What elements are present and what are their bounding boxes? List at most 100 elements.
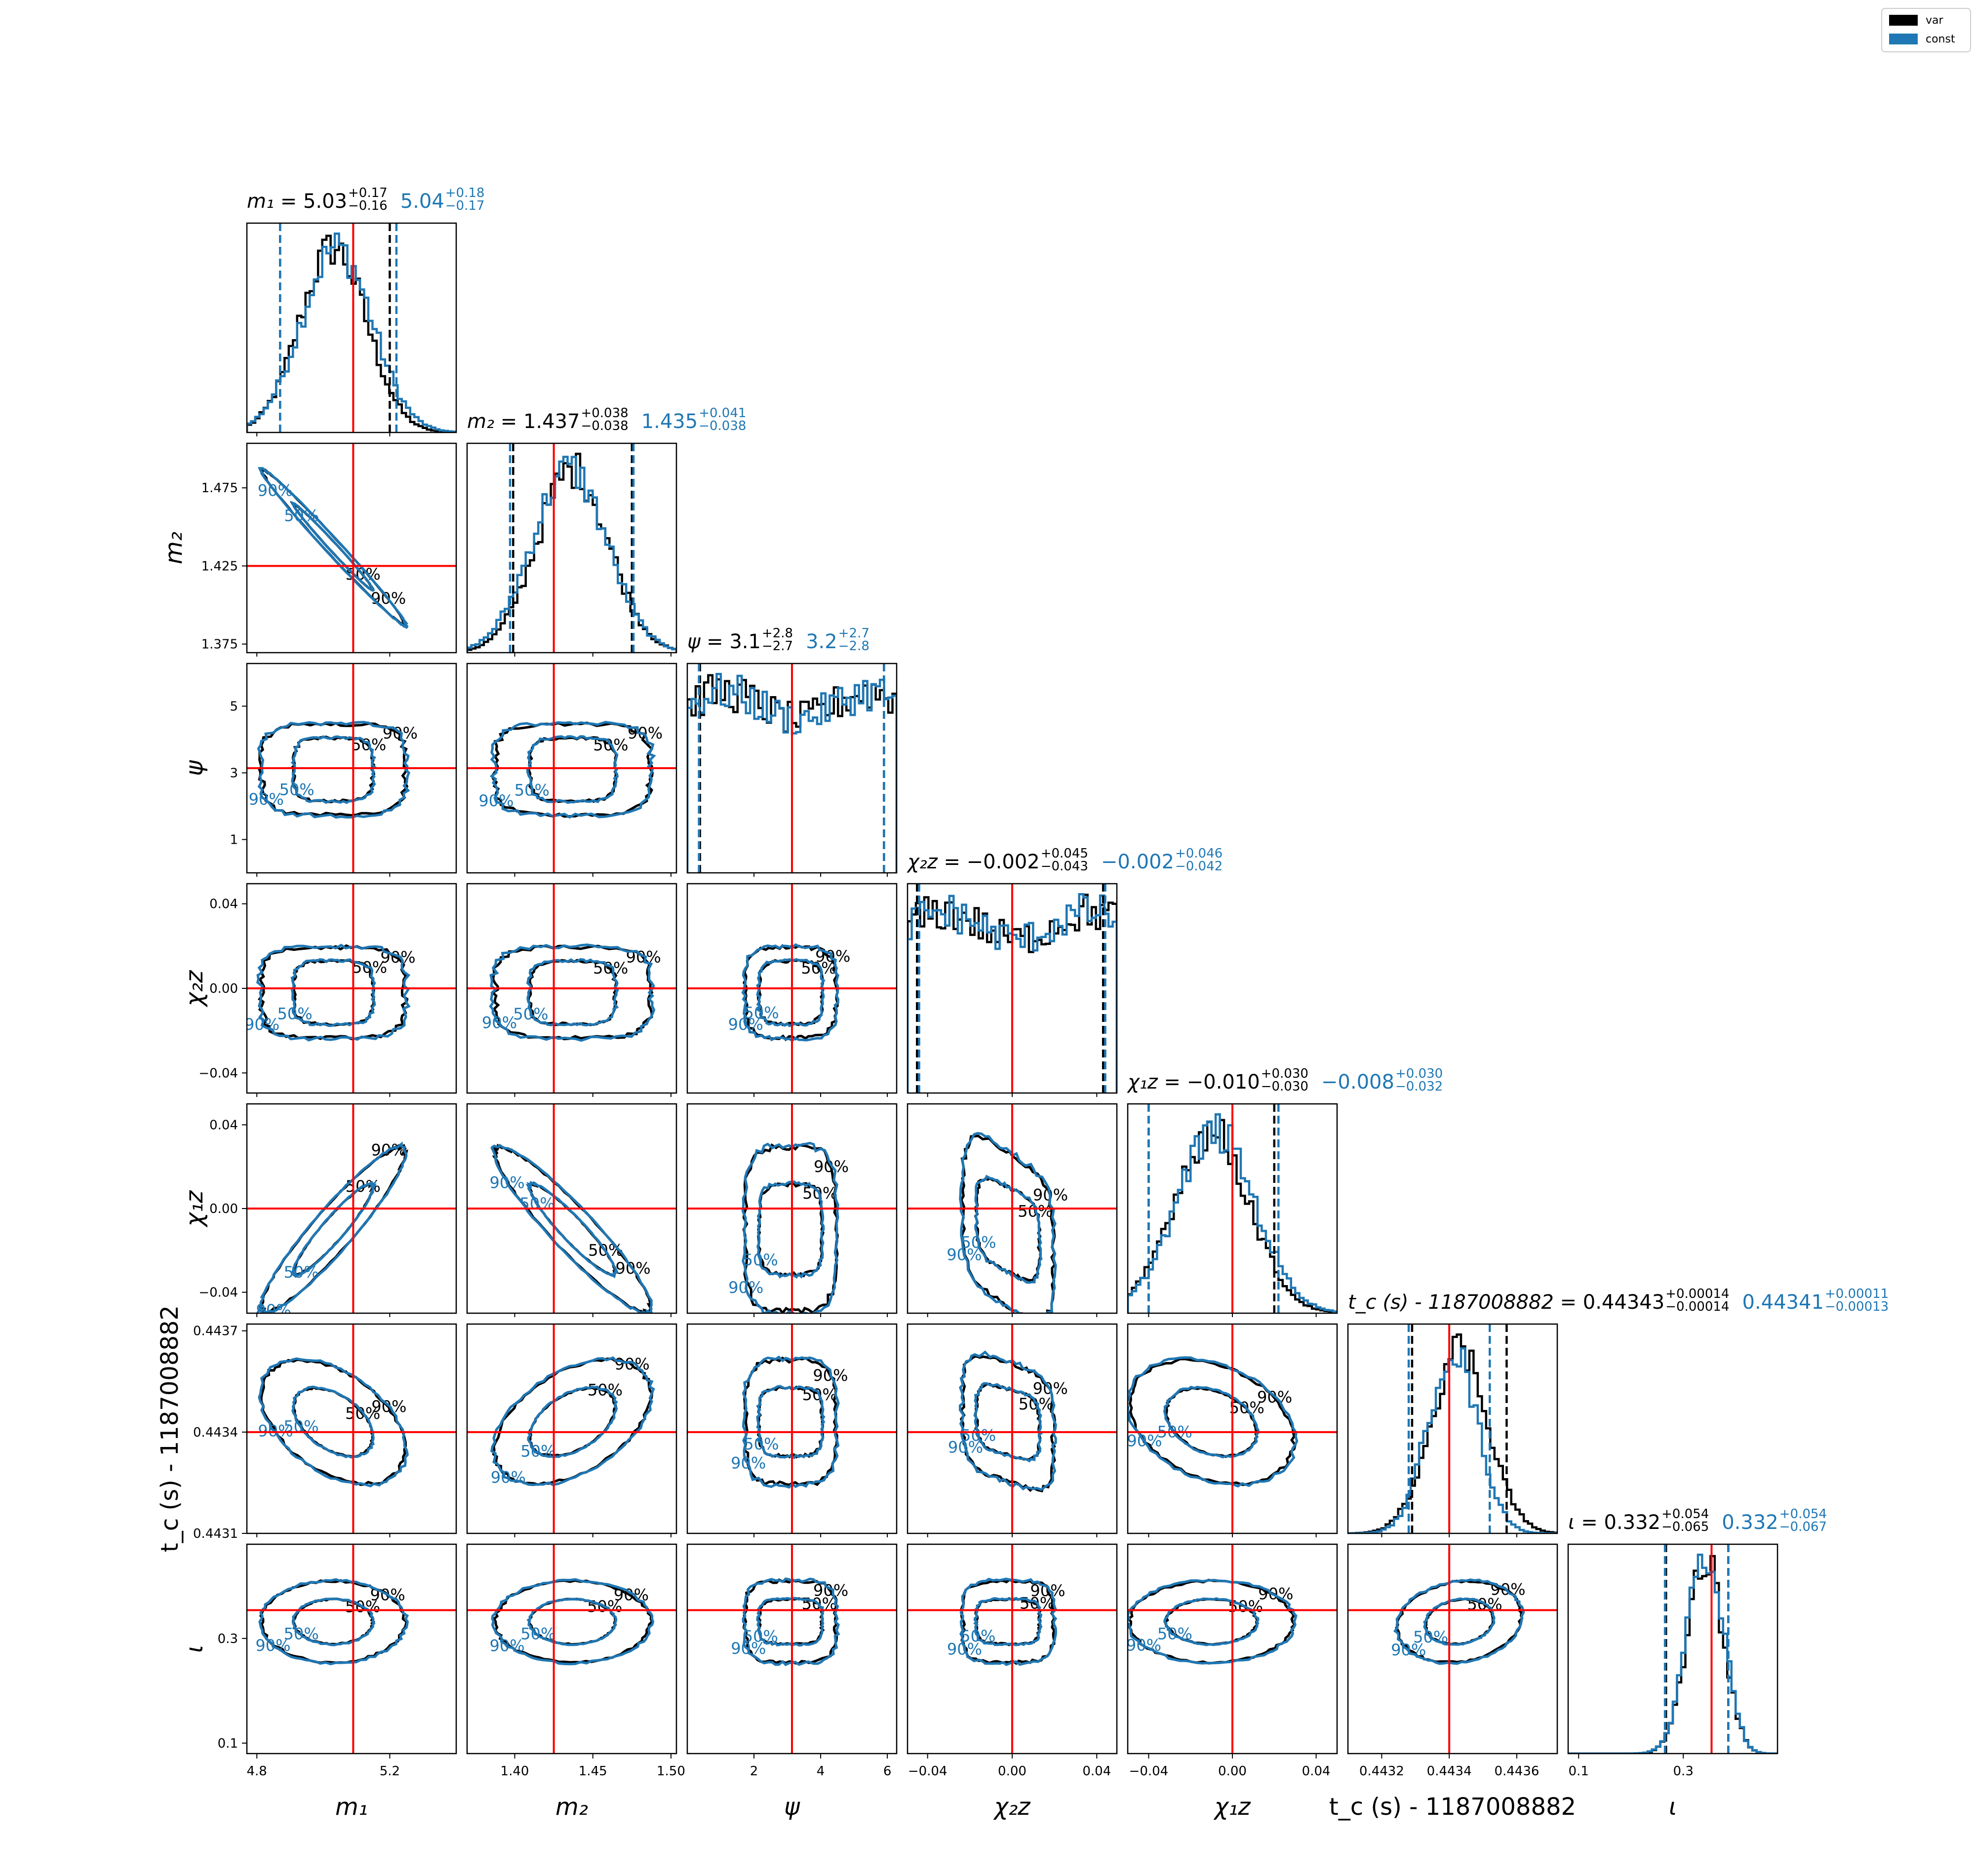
title-tc: t_c (s) - 1187008882 = 0.44343+0.00014−0… [1348,1287,1889,1314]
contour-const-90-m1-iota [258,1578,409,1666]
contour-const-50-m2-chi1z [525,1181,619,1279]
x-tick-label-chi2z-0: −0.04 [908,1764,948,1779]
x-tick-label-tc-1: 0.4434 [1427,1764,1472,1779]
title-const-value: 0.332+0.054−0.067 [1722,1507,1827,1534]
title-var-errors: +2.8−2.7 [761,626,793,654]
title-param-label: ι [1568,1511,1575,1534]
x-tick-label-chi1z-1: 0.00 [1218,1764,1247,1779]
contour-const-50-psi-iota [756,1597,825,1647]
contour-label-const-90-chi1z-tc: 90% [1127,1431,1162,1450]
y-axis-label-iota: ι [181,1645,208,1653]
title-const-errors: +0.18−0.17 [445,186,485,213]
title-var-median: 0.332 [1604,1511,1661,1534]
title-const-value: 0.44341+0.00011−0.00013 [1742,1287,1889,1314]
title-chi2z: χ₂z = −0.002+0.045−0.043−0.002+0.046−0.0… [908,846,1223,874]
axes-frame [466,442,677,654]
axes-frame [466,1543,677,1755]
title-const-errors: +0.00011−0.00013 [1824,1287,1889,1314]
title-var-median: 3.1 [729,630,761,653]
title-var-median: −0.002 [966,851,1040,873]
contour-const-90-m1-tc [258,1357,409,1487]
contour-label-const-90-chi2z-tc: 90% [948,1438,983,1457]
contour-const-50-chi2z-chi1z [974,1174,1043,1284]
contour-label-const-90-m1-tc: 90% [258,1421,293,1440]
axes-frame [466,1103,677,1314]
contour-label-var-90-m1-chi2z: 90% [380,948,415,967]
axes-frame [686,1323,898,1534]
contour-const-90-m1-m2 [258,467,409,629]
axes-frame [246,1323,457,1534]
contour-label-const-90-m2-chi2z: 90% [482,1013,517,1032]
axes-frame [686,883,898,1094]
contour-label-var-90-chi2z-iota: 90% [1030,1581,1065,1600]
contour-label-const-90-psi-chi2z: 90% [728,1015,763,1034]
contour-label-const-50-m2-tc: 50% [520,1442,555,1460]
joint-chi1z-tc: 50%90%50%90% [1127,1323,1338,1537]
contour-const-90-m2-chi1z [490,1143,653,1313]
x-tick-label-tc-0: 0.4432 [1359,1764,1404,1779]
contour-const-50-psi-chi2z [756,958,826,1027]
histogram-const-tc [1348,1347,1557,1533]
contour-label-const-50-m1-chi1z: 50% [284,1263,319,1282]
x-tick-label-chi1z-0: −0.04 [1129,1764,1169,1779]
contour-label-const-90-tc-iota: 90% [1391,1641,1426,1659]
contour-var-90-m1-chi1z [259,1143,408,1313]
contour-label-const-90-m2-chi1z: 90% [490,1173,525,1192]
contour-const-90-psi-chi2z [741,943,840,1042]
contour-const-90-tc-iota [1393,1578,1525,1665]
title-const-errors: +0.046−0.042 [1175,846,1223,874]
contour-label-const-90-chi1z-iota: 90% [1126,1636,1161,1654]
x-tick-label-m1-1: 5.2 [380,1764,400,1779]
axes-frame [1347,1323,1558,1534]
title-param-label: ψ [687,630,701,653]
title-var-errors: +0.00014−0.00014 [1665,1287,1730,1314]
contour-const-50-m1-chi2z [290,958,376,1027]
contour-const-50-chi2z-tc [973,1382,1043,1463]
legend-swatch-var [1889,15,1918,26]
joint-psi-chi1z: 50%90%50%90% [686,1103,898,1317]
y-tick-label-iota-0: 0.1 [218,1736,238,1751]
marginal-psi [686,663,898,877]
title-const-value: −0.008+0.030−0.032 [1321,1066,1443,1094]
joint-psi-chi2z: 50%90%50%90% [686,883,898,1097]
x-tick-label-tc-2: 0.4436 [1494,1764,1539,1779]
legend-entry-const: const [1889,32,1955,46]
y-tick-label-tc-0: 0.4431 [193,1526,238,1541]
legend-entry-var: var [1889,13,1943,28]
joint-m2-psi: 50%90%50%90% [466,663,677,877]
joint-m2-tc: 50%90%50%90% [466,1323,677,1537]
contour-label-const-50-psi-chi2z: 50% [744,1004,779,1022]
axes-frame [246,1543,457,1755]
x-axis-label-psi: ψ [784,1793,800,1821]
axes-frame [686,1103,898,1314]
x-tick-label-chi2z-2: 0.04 [1082,1764,1111,1779]
contour-label-const-50-psi-iota: 50% [743,1627,778,1645]
title-const-value: −0.002+0.046−0.042 [1101,846,1223,874]
title-const-errors: +2.7−2.8 [838,626,869,654]
contour-var-90-m1-psi [258,722,409,817]
contour-const-90-psi-tc [742,1355,840,1489]
title-var-median: 1.437 [523,410,580,433]
y-tick-label-chi1z-0: −0.04 [198,1286,238,1300]
contour-const-90-chi1z-iota [1128,1579,1298,1665]
x-tick-label-iota-1: 0.3 [1673,1764,1694,1779]
contour-label-const-50-psi-chi1z: 50% [743,1251,778,1269]
title-var-errors: +0.054−0.065 [1661,1507,1709,1534]
contour-label-const-90-psi-chi1z: 90% [728,1278,763,1297]
y-axis-label-tc: t_c (s) - 1187008882 [156,1305,184,1552]
histogram-var-m1 [247,234,456,432]
title-const-errors: +0.041−0.038 [699,406,747,433]
contour-label-const-50-m1-psi: 50% [279,781,315,799]
contour-label-const-50-psi-tc: 50% [744,1435,779,1453]
title-var-median: 0.44343 [1582,1291,1665,1314]
title-var-errors: +0.038−0.038 [581,406,629,433]
x-axis-label-m2: m₂ [555,1793,588,1821]
